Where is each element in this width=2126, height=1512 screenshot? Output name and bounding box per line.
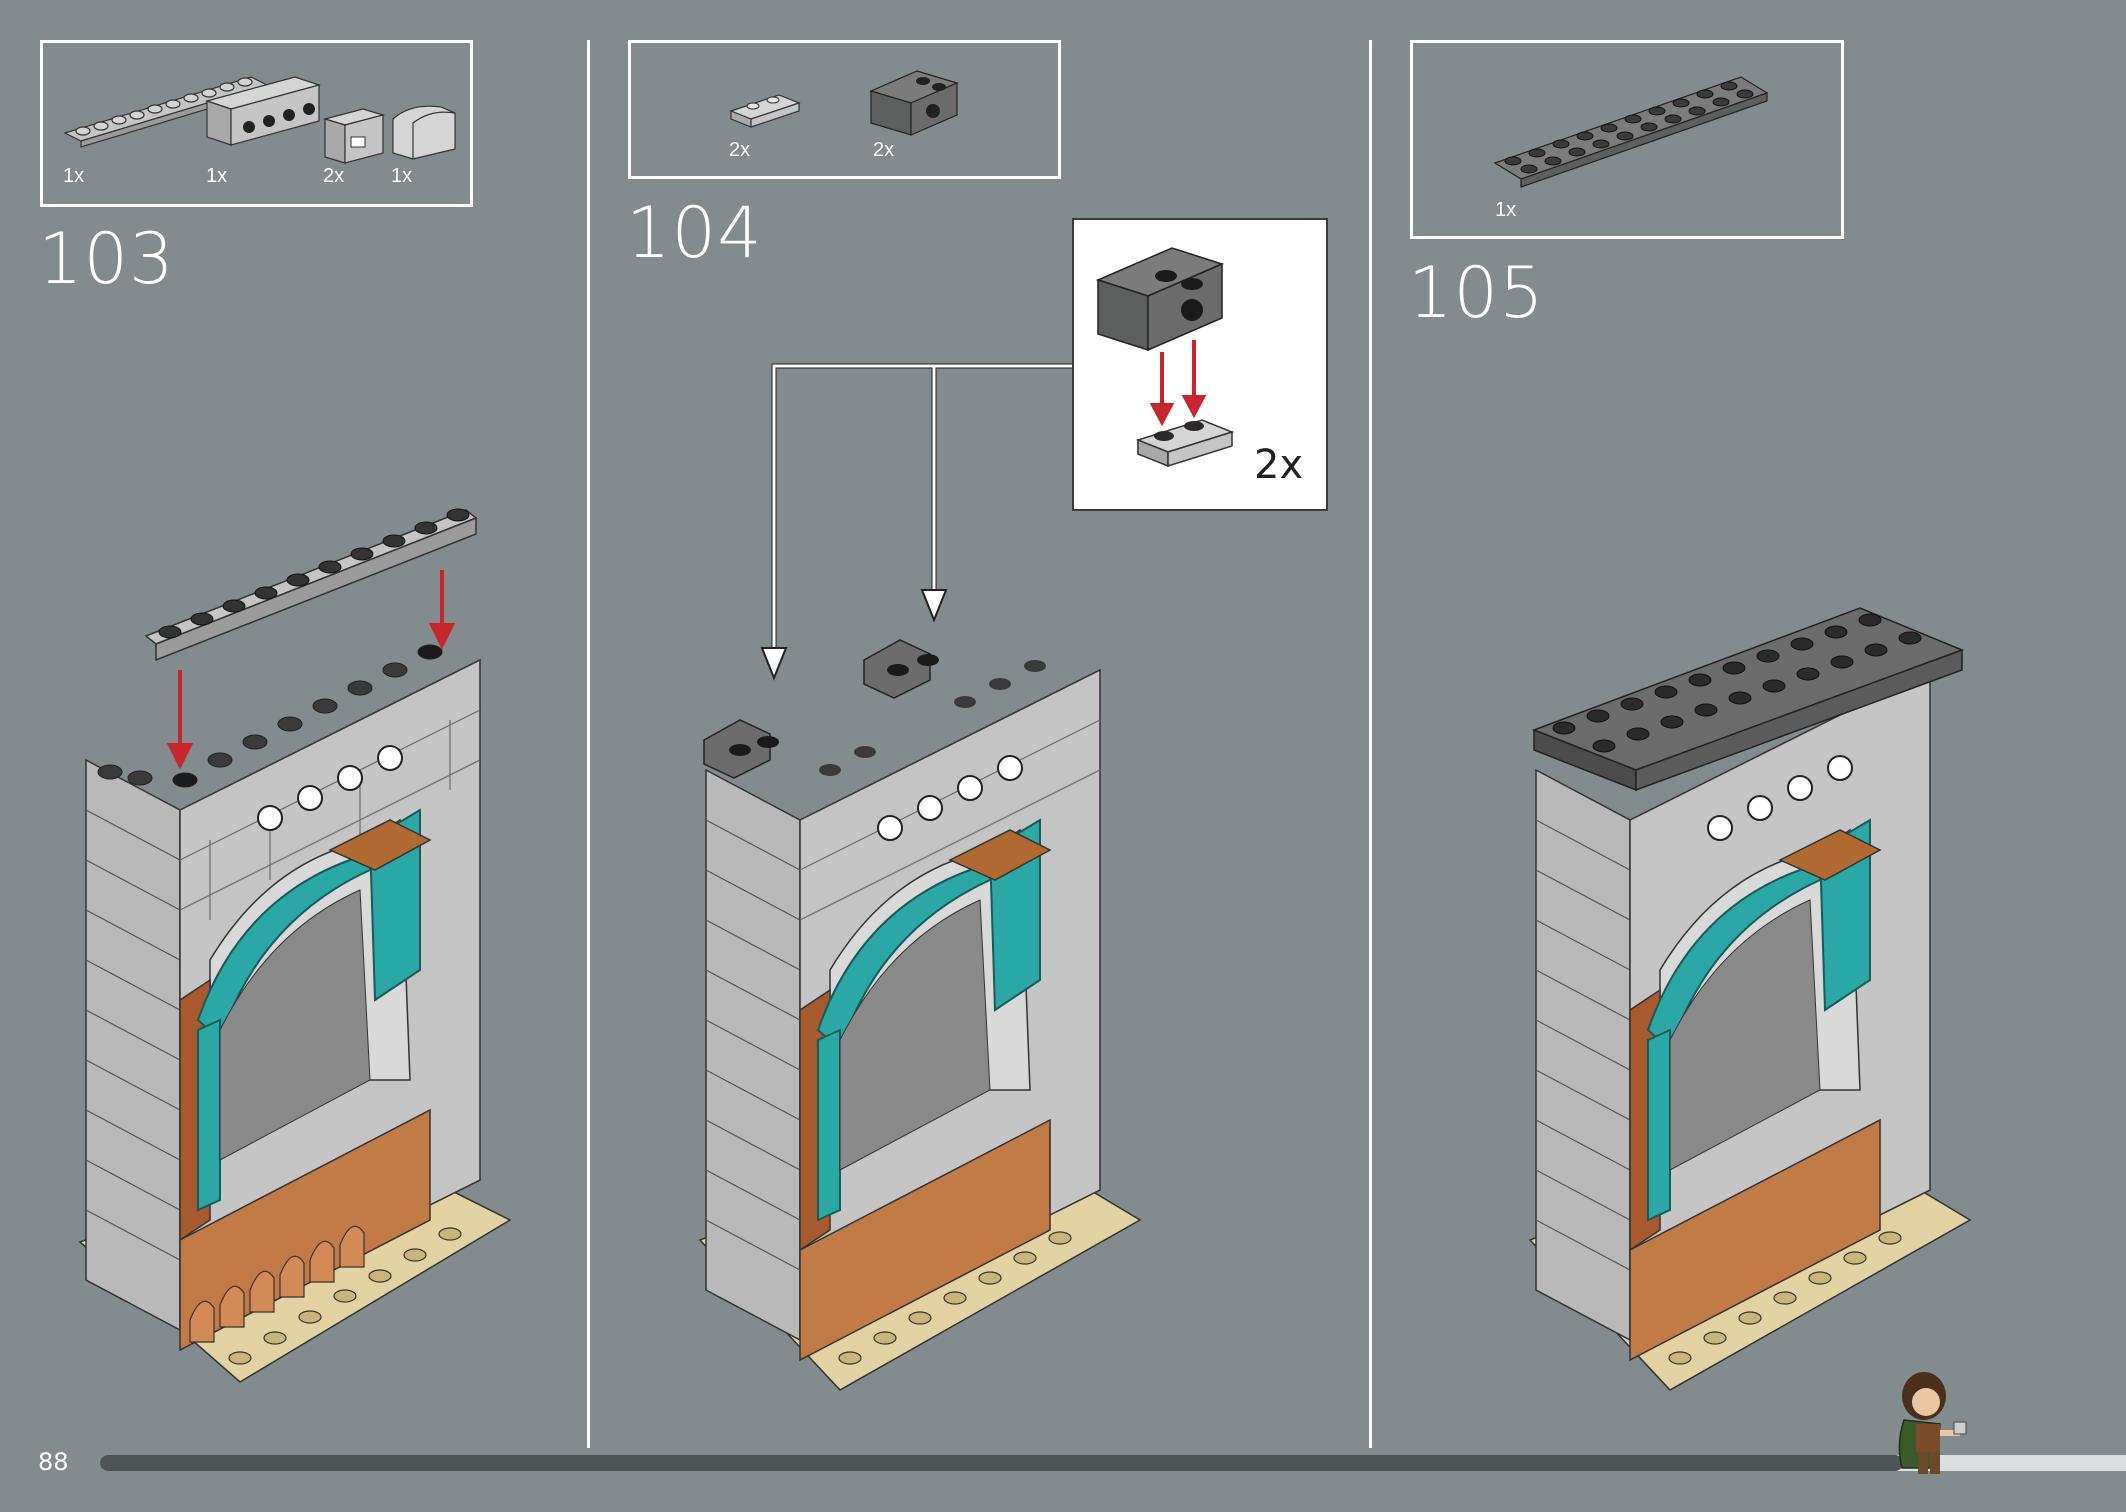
- technic-pin-connector-icon: [869, 70, 959, 136]
- progress-track: [100, 1455, 2126, 1471]
- brick-modified-icon: [322, 108, 386, 164]
- technic-brick-1x4-icon: [204, 76, 322, 146]
- column-divider-2: [1369, 40, 1372, 1448]
- part-qty: 1x: [63, 165, 85, 187]
- step-number-104: 104: [626, 192, 763, 274]
- step-number-103: 103: [38, 218, 175, 300]
- part-qty: 2x: [323, 165, 345, 187]
- column-divider-1: [587, 40, 590, 1448]
- part-qty: 2x: [729, 139, 751, 161]
- part-qty: 1x: [391, 165, 413, 187]
- parts-list-box-103: 1x 1x 2x 1x: [40, 40, 473, 207]
- subassembly-diagram: [1095, 247, 1235, 468]
- part-qty: 1x: [1495, 199, 1517, 221]
- plate-2x10-icon: [1493, 76, 1769, 188]
- wall-model-step-103: [78, 508, 512, 1383]
- parts-list-box-105: 1x: [1410, 40, 1844, 239]
- plate-1x2-icon: [729, 94, 801, 128]
- part-qty: 2x: [873, 139, 895, 161]
- part-qty: 1x: [206, 165, 228, 187]
- subassembly-qty: 2x: [1254, 442, 1304, 488]
- subassembly-callout: 2x: [1072, 218, 1328, 511]
- step-number-105: 105: [1408, 252, 1545, 334]
- callout-arrows: [760, 363, 1072, 681]
- progress-fill: [100, 1455, 1904, 1471]
- wall-model-step-105: [1528, 607, 1972, 1391]
- curved-slope-icon: [392, 105, 456, 160]
- parts-list-box-104: 2x 2x: [628, 40, 1061, 179]
- wall-model-step-104: [698, 639, 1142, 1391]
- minifigure-icon: [1898, 1372, 1967, 1474]
- page-number: 88: [38, 1448, 69, 1476]
